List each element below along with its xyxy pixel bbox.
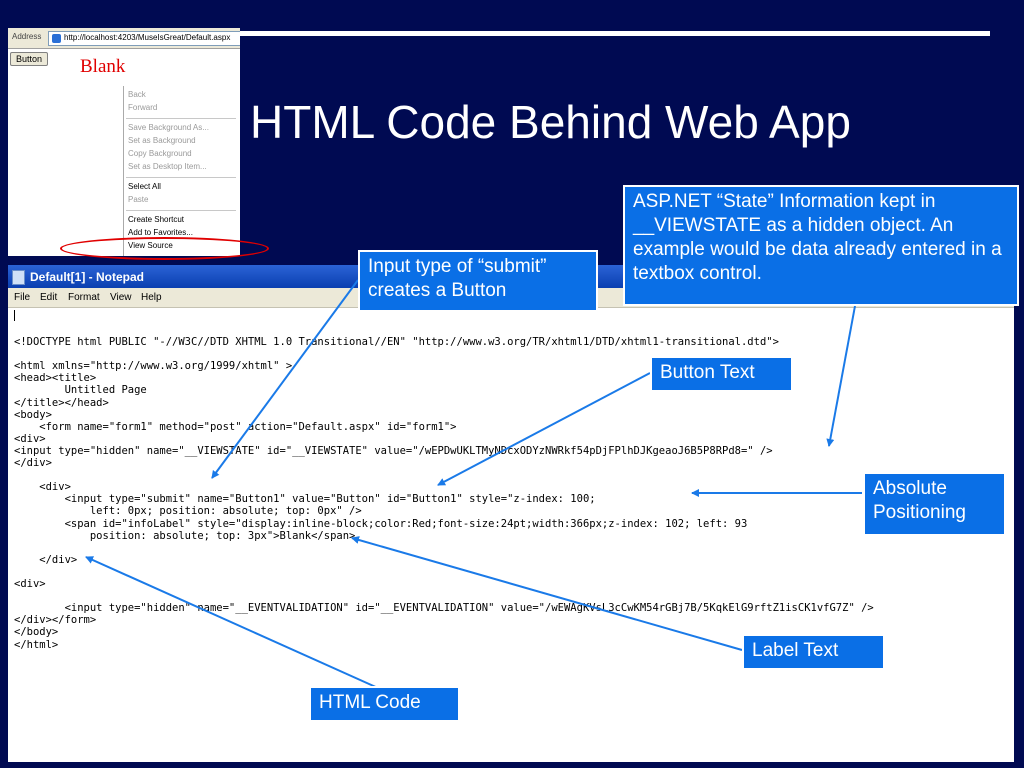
- title-rule: [240, 31, 990, 36]
- arrow-html-code: [85, 556, 379, 689]
- context-menu-separator: [126, 210, 236, 211]
- slide-title: HTML Code Behind Web App: [250, 96, 851, 148]
- menu-help[interactable]: Help: [141, 292, 162, 303]
- menu-format[interactable]: Format: [68, 292, 100, 303]
- code-line: </title></head>: [14, 396, 109, 409]
- code-line: <input type="hidden" name="__VIEWSTATE" …: [14, 444, 773, 457]
- address-label: Address: [12, 32, 42, 41]
- notepad-text-area[interactable]: <!DOCTYPE html PUBLIC "-//W3C//DTD XHTML…: [14, 310, 1009, 760]
- code-line: </div>: [14, 457, 52, 469]
- context-menu-item-back[interactable]: Back: [128, 90, 146, 99]
- code-line: <form name="form1" method="post" action=…: [14, 420, 457, 433]
- code-line: Untitled Page: [14, 384, 147, 397]
- ie-page-icon: [52, 34, 61, 43]
- code-line: </div>: [14, 553, 78, 566]
- menu-file[interactable]: File: [14, 292, 31, 303]
- arrow-label-text: [351, 536, 743, 651]
- address-field[interactable]: http://localhost:4203/MuseIsGreat/Defaul…: [48, 31, 240, 46]
- code-line: <head><title>: [14, 372, 97, 385]
- callout-button-text: Button Text: [650, 356, 793, 392]
- callout-submit-button: Input type of “submit” creates a Button: [358, 250, 598, 312]
- code-line: <!DOCTYPE html PUBLIC "-//W3C//DTD XHTML…: [14, 336, 779, 348]
- code-line: <div>: [14, 481, 71, 494]
- code-line: <input type="submit" name="Button1" valu…: [14, 493, 596, 506]
- context-menu: Back Forward Save Background As... Set a…: [123, 86, 239, 256]
- address-url: http://localhost:4203/MuseIsGreat/Defaul…: [64, 33, 231, 42]
- context-menu-item-select-all[interactable]: Select All: [128, 182, 161, 191]
- callout-label-text: Label Text: [742, 634, 885, 670]
- code-line: <span id="infoLabel" style="display:inli…: [14, 517, 748, 530]
- code-line: <html xmlns="http://www.w3.org/1999/xhtm…: [14, 360, 293, 373]
- context-menu-item-set-desktop[interactable]: Set as Desktop Item...: [128, 162, 207, 171]
- arrow-button-text: [437, 372, 651, 486]
- callout-html-code: HTML Code: [309, 686, 460, 722]
- context-menu-item-add-favorites[interactable]: Add to Favorites...: [128, 228, 193, 237]
- arrow-viewstate: [826, 305, 856, 447]
- arrow-submit: [211, 279, 359, 479]
- page-button[interactable]: Button: [10, 52, 49, 66]
- code-line: </div></form>: [14, 614, 97, 627]
- menu-edit[interactable]: Edit: [40, 292, 58, 303]
- menu-view[interactable]: View: [110, 292, 132, 303]
- code-line: position: absolute; top: 3px">Blank</spa…: [14, 529, 356, 542]
- code-line: </body>: [14, 626, 59, 639]
- view-source-highlight-oval: [60, 237, 269, 260]
- context-menu-item-forward[interactable]: Forward: [128, 103, 158, 112]
- code-line: <input type="hidden" name="__EVENTVALIDA…: [14, 602, 874, 615]
- context-menu-item-paste[interactable]: Paste: [128, 195, 149, 204]
- context-menu-item-create-shortcut[interactable]: Create Shortcut: [128, 215, 185, 224]
- code-line: <div>: [14, 578, 46, 590]
- browser-window: Address http://localhost:4203/MuseIsGrea…: [8, 28, 240, 256]
- code-line: left: 0px; position: absolute; top: 0px"…: [14, 505, 362, 518]
- address-bar: Address http://localhost:4203/MuseIsGrea…: [8, 28, 240, 49]
- callout-viewstate: ASP.NET “State” Information kept in __VI…: [623, 185, 1019, 306]
- code-line: </html>: [14, 638, 59, 651]
- context-menu-separator: [126, 177, 236, 178]
- page-blank-label: Blank: [80, 56, 126, 77]
- context-menu-item-copy-background[interactable]: Copy Background: [128, 149, 192, 158]
- callout-absolute-positioning: Absolute Positioning: [863, 472, 1006, 536]
- context-menu-item-set-background[interactable]: Set as Background: [128, 136, 196, 145]
- context-menu-item-save-background[interactable]: Save Background As...: [128, 123, 209, 132]
- context-menu-separator: [126, 118, 236, 119]
- notepad-title: Default[1] - Notepad: [30, 270, 144, 284]
- code-line: <div>: [14, 432, 46, 445]
- text-cursor: [14, 310, 15, 321]
- notepad-icon: [12, 270, 25, 285]
- code-line: <body>: [14, 408, 52, 421]
